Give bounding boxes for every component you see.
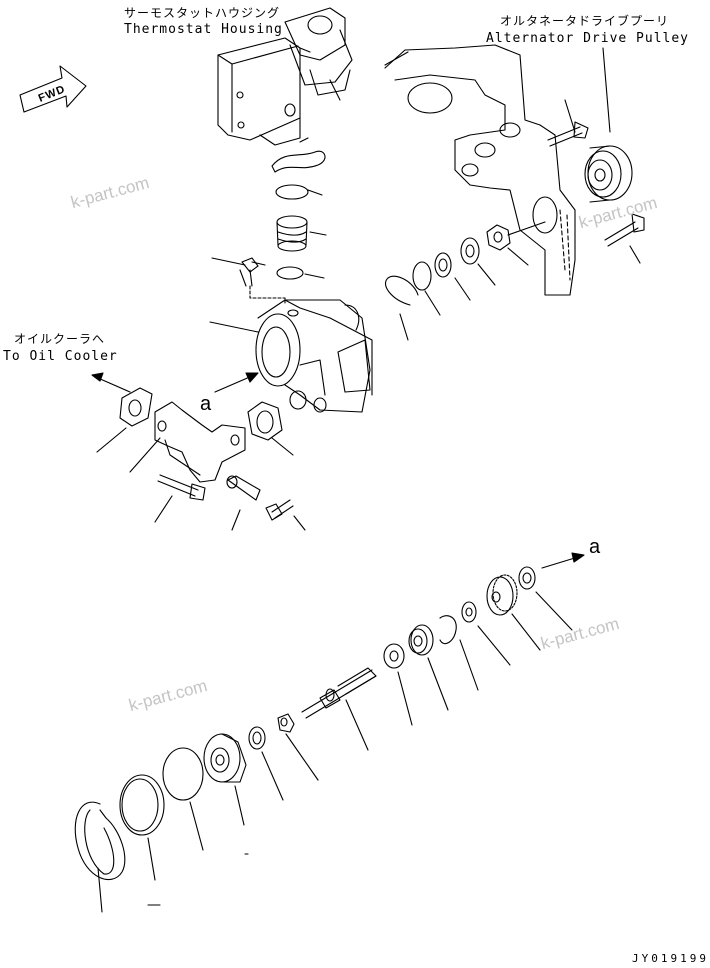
- front-cover: [384, 44, 576, 296]
- thermostat-housing-label: Thermostat Housing: [124, 22, 283, 37]
- collar: [518, 566, 536, 590]
- oil-cooler-label: To Oil Cooler: [3, 349, 118, 364]
- thermostat: [276, 215, 308, 252]
- o-ring: [275, 184, 309, 200]
- thermostat-housing-jp-label: サーモスタットハウジング: [124, 6, 281, 20]
- water-pump-body: [255, 299, 373, 413]
- pump-shaft: [301, 667, 377, 719]
- temperature-sensor: [239, 257, 286, 304]
- gasket: [271, 150, 326, 173]
- snap-ring: [439, 615, 457, 645]
- arrow-to-oil-cooler-icon: [91, 372, 131, 393]
- drive-gear: [486, 574, 518, 616]
- impeller-nut: [277, 713, 295, 733]
- alternator-pulley-label: Alternator Drive Pulley: [486, 31, 690, 46]
- bolt: [157, 474, 206, 501]
- bearing: [460, 237, 480, 265]
- ref-a-upper-label: a: [200, 393, 212, 415]
- o-ring: [412, 261, 432, 291]
- seal-housing: [203, 733, 247, 783]
- snap-ring: [74, 801, 126, 881]
- oil-cooler-jp-label: オイルクーラへ: [14, 332, 106, 346]
- seal: [248, 726, 266, 750]
- o-ring: [162, 747, 204, 801]
- alternator-pulley-jp-label: オルタネータドライブプーリ: [500, 14, 670, 28]
- spacer: [461, 601, 477, 623]
- arrow-a-upper-icon: [214, 372, 259, 393]
- leader-lines: [96, 47, 641, 913]
- o-ring: [276, 266, 304, 280]
- fwd-arrow-icon: [19, 65, 87, 113]
- snap-ring: [384, 275, 419, 306]
- bolt: [604, 213, 645, 247]
- bearing: [383, 643, 405, 669]
- o-ring: [119, 774, 165, 836]
- arrow-a-lower-icon: [541, 552, 585, 569]
- thermostat-housing: [217, 7, 353, 146]
- bearing: [408, 624, 434, 656]
- nut: [486, 221, 546, 251]
- drawing-code: JY019199: [632, 952, 709, 965]
- bolt: [265, 499, 294, 521]
- gasket: [119, 387, 153, 427]
- gasket: [247, 401, 283, 441]
- alternator-pulley: [584, 145, 633, 203]
- water-pipe: [154, 401, 246, 483]
- plug: [226, 475, 261, 501]
- bearing: [434, 252, 452, 278]
- ref-a-lower-label: a: [589, 536, 601, 558]
